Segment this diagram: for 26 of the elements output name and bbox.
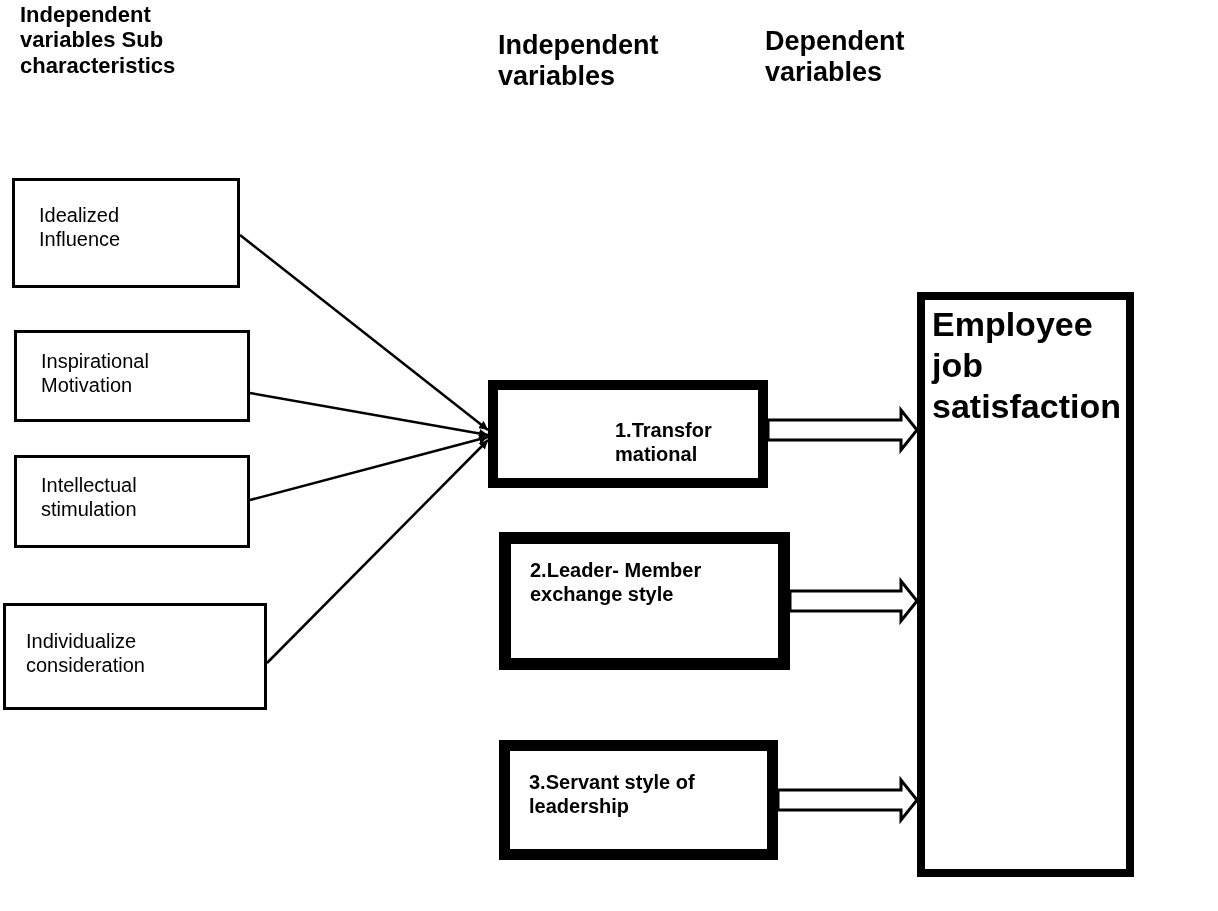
block-arrow — [766, 405, 919, 455]
box-text: Idealized Influence — [39, 203, 122, 251]
process-box — [3, 603, 267, 710]
box-text: Individualize consideration — [26, 629, 146, 677]
box-text: Inspirational Motivation — [41, 349, 150, 397]
column-heading: Dependent variables — [765, 26, 906, 89]
process-box — [499, 740, 778, 860]
box-text: Employee job satisfaction — [932, 304, 1122, 427]
block-arrow — [788, 576, 919, 626]
column-heading: Independent variables — [498, 30, 660, 93]
arrow — [249, 434, 489, 502]
box-text: 1.Transfor mational — [615, 418, 713, 466]
process-box — [488, 380, 768, 488]
arrow — [266, 439, 489, 664]
arrow — [249, 391, 489, 438]
process-box — [917, 292, 1134, 877]
box-text: Intellectual stimulation — [41, 473, 138, 521]
box-text: 2.Leader- Member exchange style — [530, 558, 703, 606]
column-heading: Independent variables Sub characteristics — [20, 2, 177, 78]
process-box — [499, 532, 790, 670]
block-arrow — [776, 775, 919, 825]
box-text: 3.Servant style of leadership — [529, 770, 696, 818]
process-box — [14, 330, 250, 422]
arrow — [239, 234, 489, 431]
process-box — [14, 455, 250, 548]
process-box — [12, 178, 240, 288]
